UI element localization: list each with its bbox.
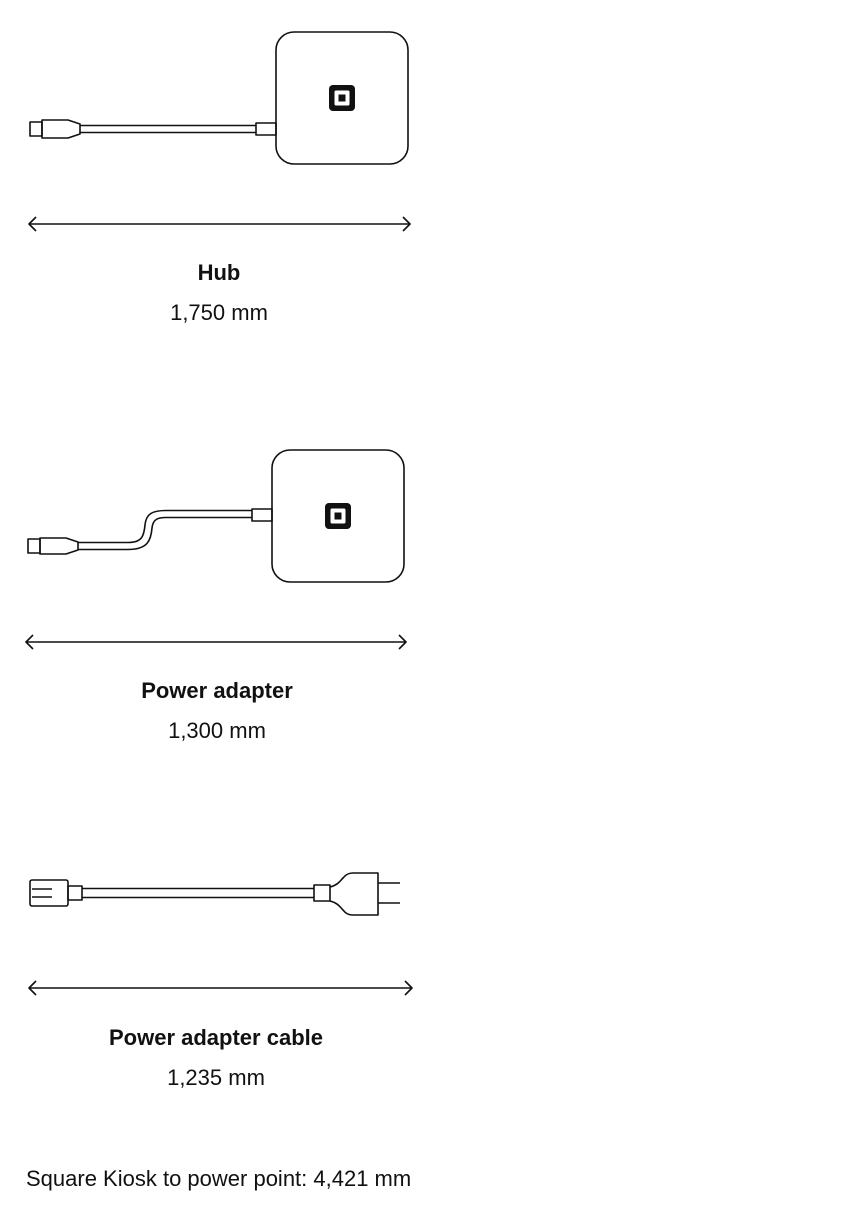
power-adapter-item: Power adapter 1,300 mm [0,418,440,758]
power-adapter-cable-title: Power adapter cable [109,1025,323,1050]
square-logo-icon [329,85,355,111]
hub-length: 1,750 mm [170,300,268,325]
hub-title: Hub [197,260,241,285]
power-adapter-cable-item: Power adapter cable 1,235 mm [0,845,440,1095]
power-cable-illustration [28,872,413,996]
power-adapter-length: 1,300 mm [168,718,266,743]
hub-illustration [28,31,411,232]
power-adapter-illustration [25,449,407,650]
total-length-summary: Square Kiosk to power point: 4,421 mm [26,1166,412,1191]
hub-item: Hub 1,750 mm [0,0,440,340]
power-adapter-cable-length: 1,235 mm [167,1065,265,1090]
power-adapter-title: Power adapter [141,678,293,703]
square-logo-icon [325,503,351,529]
